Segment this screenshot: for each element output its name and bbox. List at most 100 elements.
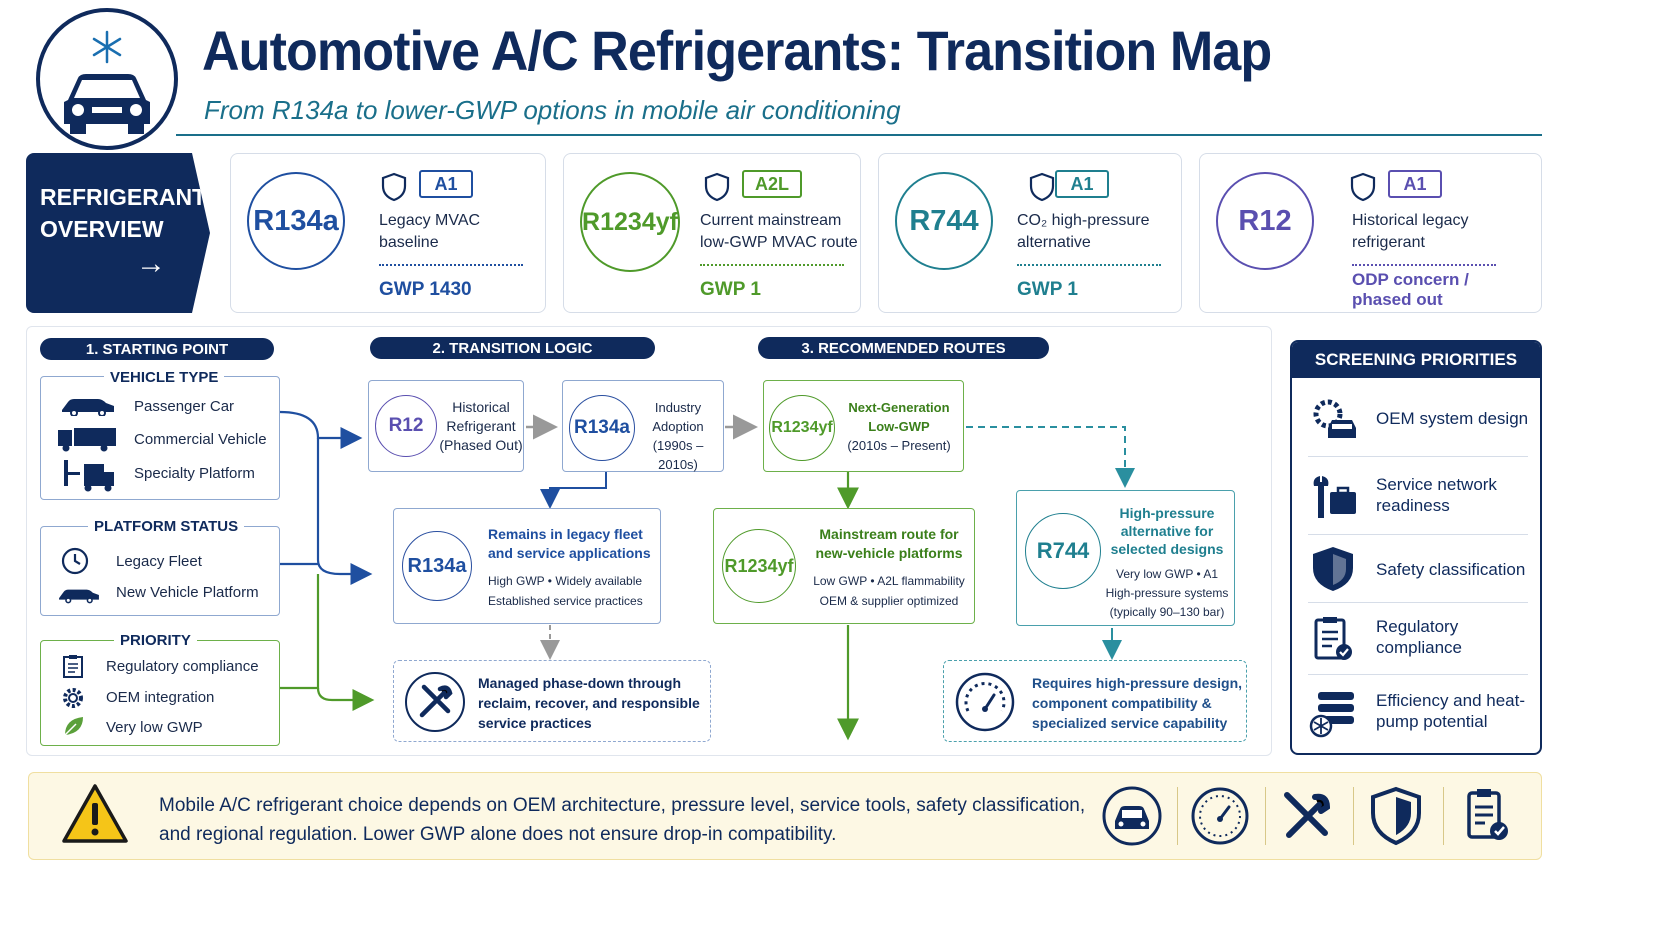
screening-item: Regulatory compliance bbox=[1376, 617, 1462, 657]
gwp-value: GWP 1 bbox=[1017, 279, 1078, 300]
route-detail: Established service practices bbox=[488, 594, 643, 608]
route-heading: selected designs bbox=[1110, 541, 1224, 557]
divider bbox=[1443, 787, 1444, 845]
route-detail: High-pressure systems bbox=[1105, 586, 1229, 600]
route-detail: (typically 90–130 bar) bbox=[1109, 605, 1225, 619]
flow-text: Low-GWP bbox=[868, 419, 930, 434]
note-line: service practices bbox=[478, 715, 592, 731]
refrigerant-card-r12: R12 A1 Historical legacy refrigerant ODP… bbox=[1199, 153, 1542, 313]
car-icon bbox=[59, 589, 99, 604]
shield-icon bbox=[1371, 786, 1421, 846]
route-heading: alternative for bbox=[1120, 523, 1214, 539]
route-detail: OEM & supplier optimized bbox=[819, 594, 959, 608]
note-line: Managed phase-down through bbox=[478, 675, 681, 691]
flow-text: (Phased Out) bbox=[439, 437, 523, 453]
screening-priorities-panel: SCREENING PRIORITIES OEM system design S… bbox=[1290, 340, 1542, 755]
overview-label: REFRIGERANT OVERVIEW → bbox=[26, 153, 210, 313]
platform-status-title: PLATFORM STATUS bbox=[88, 518, 245, 535]
route-heading: High-pressure bbox=[1119, 505, 1215, 521]
gauge-icon bbox=[1191, 787, 1249, 845]
screening-item: Safety classification bbox=[1376, 560, 1526, 579]
divider bbox=[700, 264, 844, 266]
priority-title: PRIORITY bbox=[114, 632, 197, 649]
wrench-toolbox-icon bbox=[1313, 476, 1356, 518]
refrigerant-description: CO₂ high-pressure alternative bbox=[1017, 212, 1150, 251]
refrigerant-card-r134a: R134a A1 Legacy MVAC baseline GWP 1430 bbox=[230, 153, 546, 313]
priority-item: OEM integration bbox=[106, 689, 215, 706]
priority-item: Very low GWP bbox=[106, 719, 203, 736]
screening-item: Service network readiness bbox=[1376, 475, 1497, 515]
tools-icon bbox=[405, 672, 465, 732]
vehicle-type-item: Passenger Car bbox=[134, 398, 235, 415]
safety-class-badge: A1 bbox=[419, 170, 473, 198]
flow-text: Refrigerant bbox=[446, 418, 516, 434]
refrigerant-name: R134a bbox=[247, 172, 345, 270]
route-detail: Very low GWP • A1 bbox=[1115, 567, 1219, 581]
header-divider bbox=[176, 134, 1542, 136]
forklift-icon bbox=[64, 460, 114, 492]
safety-class-badge: A2L bbox=[742, 170, 802, 198]
page-subtitle: From R134a to lower-GWP options in mobil… bbox=[204, 95, 901, 125]
gwp-value: GWP 1 bbox=[700, 279, 761, 300]
divider bbox=[379, 264, 523, 266]
refrigerant-name: R744 bbox=[1025, 513, 1101, 589]
priority-item: Regulatory compliance bbox=[106, 658, 259, 675]
transition-map-panel bbox=[26, 326, 1272, 756]
refrigerant-card-r1234yf: R1234yf A2L Current mainstream low-GWP M… bbox=[563, 153, 861, 313]
divider bbox=[1308, 674, 1528, 675]
refrigerant-card-r744: R744 A1 CO₂ high-pressure alternative GW… bbox=[878, 153, 1182, 313]
divider bbox=[1352, 264, 1496, 266]
arrow-right-icon: → bbox=[136, 247, 166, 280]
screening-title: SCREENING PRIORITIES bbox=[1292, 342, 1540, 378]
screening-item: Efficiency and heat-pump potential bbox=[1376, 691, 1525, 731]
car-snowflake-icon bbox=[64, 30, 150, 134]
refrigerant-name: R1234yf bbox=[769, 395, 835, 461]
gear-icon bbox=[63, 688, 83, 708]
refrigerant-name: R1234yf bbox=[580, 172, 680, 272]
refrigerant-name: R134a bbox=[569, 395, 635, 461]
car-icon bbox=[1102, 786, 1162, 846]
safety-class-badge: A1 bbox=[1055, 170, 1109, 198]
note-line: Requires high-pressure design, bbox=[1032, 675, 1243, 691]
logo bbox=[36, 8, 178, 150]
vehicle-type-item: Specialty Platform bbox=[134, 465, 255, 482]
footer-warning: Mobile A/C refrigerant choice depends on… bbox=[28, 772, 1542, 860]
shield-icon bbox=[1029, 172, 1055, 202]
platform-status-item: New Vehicle Platform bbox=[116, 584, 259, 601]
route-heading: Remains in legacy fleet bbox=[488, 526, 643, 542]
refrigerant-description: Legacy MVAC baseline bbox=[379, 212, 481, 251]
section-starting-point: 1. STARTING POINT bbox=[40, 338, 274, 360]
shield-icon bbox=[381, 172, 407, 202]
r744-requirement-note: Requires high-pressure design,component … bbox=[943, 660, 1247, 742]
divider bbox=[1177, 787, 1178, 845]
refrigerant-name: R1234yf bbox=[722, 529, 796, 603]
divider bbox=[1308, 534, 1528, 535]
vehicle-type-title: VEHICLE TYPE bbox=[104, 369, 225, 386]
clipboard-icon bbox=[63, 655, 83, 678]
clock-icon bbox=[61, 547, 89, 575]
divider bbox=[1308, 456, 1528, 457]
flow-text: (2010s – Present) bbox=[847, 438, 951, 453]
refrigerant-name: R12 bbox=[375, 395, 437, 457]
truck-icon bbox=[58, 428, 116, 452]
footer-text: Mobile A/C refrigerant choice depends on… bbox=[159, 795, 1086, 845]
gauge-icon bbox=[955, 672, 1015, 732]
clipboard-check-icon bbox=[1314, 617, 1352, 660]
safety-class-badge: A1 bbox=[1388, 170, 1442, 198]
refrigerant-description: Current mainstream low-GWP MVAC route bbox=[700, 212, 858, 251]
shield-icon bbox=[1313, 547, 1353, 591]
route-heading: Mainstream route for bbox=[819, 526, 959, 542]
screening-item: OEM system design bbox=[1376, 409, 1529, 428]
gear-car-icon bbox=[1313, 399, 1356, 438]
refrigerant-name: R12 bbox=[1216, 172, 1314, 270]
platform-status-item: Legacy Fleet bbox=[116, 553, 202, 570]
route-r744: R744 High-pressure alternative for selecte… bbox=[1016, 490, 1235, 626]
warning-icon bbox=[62, 784, 128, 843]
flow-text: Industry bbox=[654, 400, 702, 415]
divider bbox=[1265, 787, 1266, 845]
